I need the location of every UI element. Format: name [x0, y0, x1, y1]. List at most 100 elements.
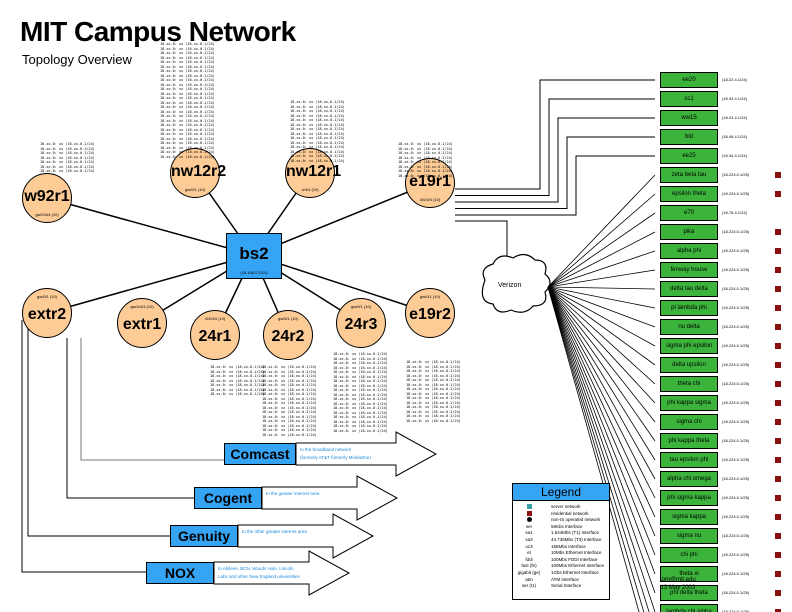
residential-network-icon	[775, 248, 781, 254]
link-verizon-house-20	[547, 286, 656, 461]
diagram-subtitle: Topology Overview	[22, 52, 132, 67]
house-delta-upsilon[interactable]: delta upsilon	[660, 357, 718, 373]
house-tau-epsilon-phi[interactable]: tau epsilon phi	[660, 452, 718, 468]
link-e19r1-house-2	[455, 117, 655, 203]
house-pika[interactable]: pika	[660, 224, 718, 240]
isp-comcast[interactable]: Comcast	[224, 443, 296, 465]
house-pi-lambda-phi[interactable]: pi lambda phi	[660, 300, 718, 316]
link-verizon-house-19	[547, 286, 656, 442]
house-ee20[interactable]: ee20	[660, 72, 718, 88]
legend-key: fast (fe)	[521, 563, 537, 569]
residential-network-icon	[775, 229, 781, 235]
house-delta-tau-delta[interactable]: delta tau delta	[660, 281, 718, 297]
house-sigma-kappa[interactable]: sigma kappa	[660, 509, 718, 525]
legend-key: sa3	[525, 536, 533, 542]
residential-network-icon	[526, 510, 532, 516]
legend-row: gigabit (ge)1Gbs Ethernet Interface	[513, 570, 609, 577]
link-e19r1-house-3	[455, 136, 655, 209]
link-extr2-genuity	[27, 328, 170, 537]
router-name: 24r2	[271, 328, 305, 345]
house-theta-xi[interactable]: theta xi	[660, 566, 718, 582]
house-phi-kappa-theta[interactable]: phi kappa theta	[660, 433, 718, 449]
residential-network-icon	[775, 457, 781, 463]
router-name: nw12r2	[171, 163, 227, 180]
house-sigma-nu[interactable]: sigma nu	[660, 528, 718, 544]
house-bld[interactable]: bld	[660, 129, 718, 145]
house-alpha-chi-omega[interactable]: alpha chi omega	[660, 471, 718, 487]
house-phi-kappa-sigma[interactable]: phi kappa sigma	[660, 395, 718, 411]
house-e70[interactable]: e70	[660, 205, 718, 221]
house-theta-chi[interactable]: theta chi	[660, 376, 718, 392]
legend-row: server network	[513, 504, 609, 511]
legend-label: 44.736Mbs (T3) Interface	[551, 536, 602, 542]
router-name: nw12r1	[286, 163, 342, 180]
subnet-label-block: 18.xx.0: xx (18.xx.0.1/24) 18.xx.0: xx (…	[290, 100, 345, 163]
link-verizon-house-9	[547, 250, 656, 288]
link-verizon-house-13	[547, 286, 656, 328]
house-sigma-phi-epsilon[interactable]: sigma phi epsilon	[660, 338, 718, 354]
link-verizon-house-29	[547, 286, 650, 612]
residential-network-icon	[775, 400, 781, 406]
residential-network-icon	[775, 305, 781, 311]
house-fenway-house[interactable]: fenway house	[660, 262, 718, 278]
router-name: 24r1	[198, 328, 232, 345]
legend-row: ser (t1)Serial Interface	[513, 583, 609, 590]
house-subnet: (18.22.4.1/24)	[722, 77, 747, 82]
core-router-bs2[interactable]: bs2 (18.168.0.2/24)	[226, 233, 282, 279]
router-name: w92r1	[24, 188, 70, 205]
house-subnet: (18.224.0.1/25)	[722, 533, 750, 538]
house-lambda-chi-alpha[interactable]: lambda chi alpha	[660, 604, 718, 612]
house-zeta-beta-tau[interactable]: zeta beta tau	[660, 167, 718, 183]
isp-nox[interactable]: NOX	[146, 562, 214, 584]
residential-network-icon	[775, 191, 781, 197]
link-verizon-house-6	[547, 193, 656, 288]
house-alpha-phi[interactable]: alpha phi	[660, 243, 718, 259]
isp-genuity[interactable]: Genuity	[170, 525, 238, 547]
house-ww15[interactable]: ww15	[660, 110, 718, 126]
legend-key: sa1	[525, 530, 533, 536]
residential-network-icon	[775, 476, 781, 482]
house-subnet: (18.33.4.1/24)	[722, 96, 747, 101]
link-verizon-house-21	[547, 286, 656, 480]
house-subnet: (18.224.0.1/25)	[722, 229, 750, 234]
house-subnet: (18.48.4.1/24)	[722, 134, 747, 139]
router-name: e19r2	[409, 306, 451, 323]
router-interface: 4/0/4/4 (10)	[419, 197, 441, 202]
residential-network-icon	[775, 362, 781, 368]
link-e19r1-house-0	[455, 79, 655, 190]
house-phi-sigma-kappa[interactable]: phi sigma kappa	[660, 490, 718, 506]
residential-network-icon	[775, 590, 781, 596]
house-subnet: (18.224.0.1/25)	[722, 362, 750, 367]
link-e19r1-house-4	[455, 155, 655, 216]
subnet-label-block: 18.xx.0: xx (18.xx.0.1/24) 18.xx.0: xx (…	[333, 352, 388, 433]
house-chi-phi[interactable]: chi phi	[660, 547, 718, 563]
house-sigma-chi[interactable]: sigma chi	[660, 414, 718, 430]
house-cc1[interactable]: cc1	[660, 91, 718, 107]
link-extr2-comcast	[80, 338, 224, 461]
house-subnet: (18.224.0.1/25)	[722, 590, 750, 595]
isp-description: to the other greater internet area	[242, 528, 307, 536]
link-verizon-house-25	[547, 286, 656, 556]
house-nu-delta[interactable]: nu delta	[660, 319, 718, 335]
house-ee25[interactable]: ee25	[660, 148, 718, 164]
link-verizon-house-17	[547, 286, 656, 404]
isp-cogent[interactable]: Cogent	[194, 487, 262, 509]
isp-arrow-cogent	[261, 475, 399, 521]
diagram-title: MIT Campus Network	[20, 16, 296, 47]
link-verizon-house-15	[547, 286, 656, 366]
legend-label: 100Mbs Ethernet Interface	[551, 563, 605, 569]
house-phi-delta-theta[interactable]: phi delta theta	[660, 585, 718, 601]
house-epsilon-theta[interactable]: epsilon theta	[660, 186, 718, 202]
